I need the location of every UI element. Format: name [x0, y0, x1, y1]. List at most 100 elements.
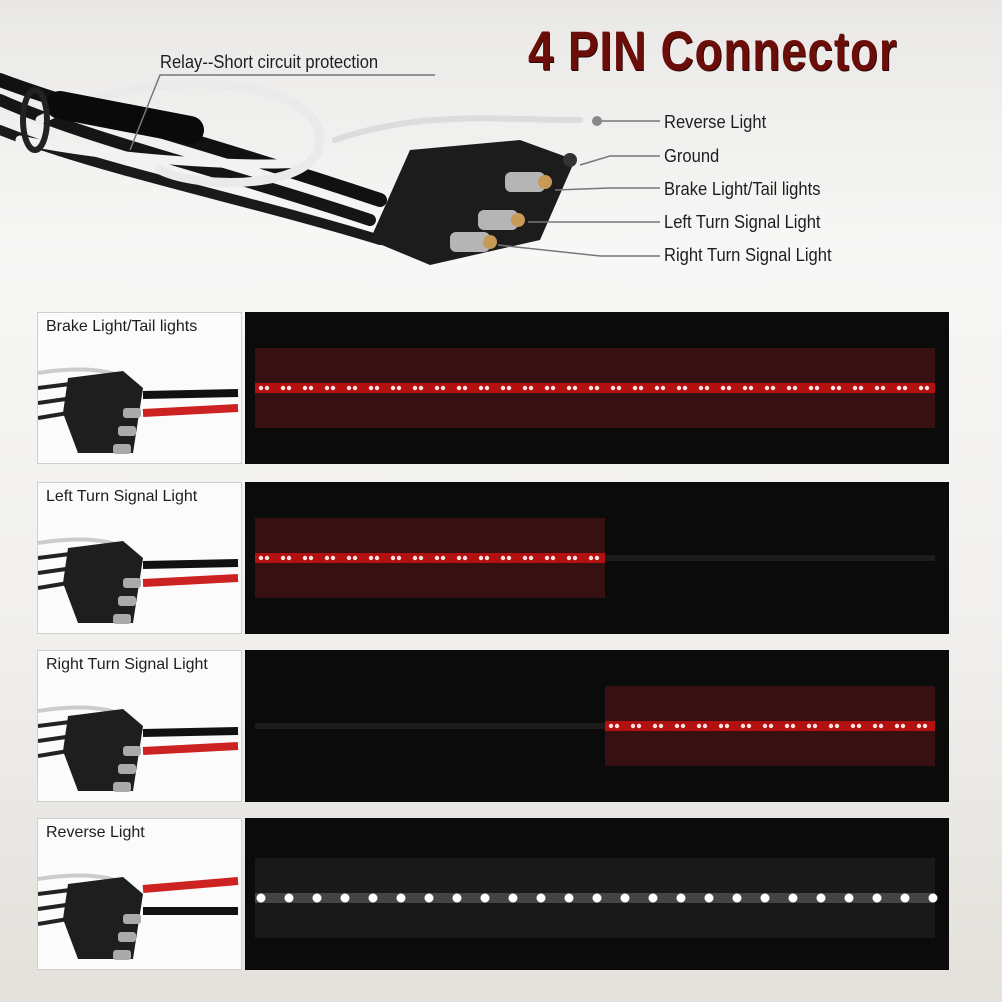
led-dot: [808, 385, 814, 391]
led-strip-demo: [245, 312, 949, 464]
led-dot: [852, 385, 858, 391]
led-dot: [748, 385, 754, 391]
led-dot: [872, 723, 878, 729]
led-dot: [790, 723, 796, 729]
led-dot: [418, 555, 424, 561]
led-dot: [324, 555, 330, 561]
led-dot: [660, 385, 666, 391]
led-band: [255, 553, 605, 563]
led-dot: [264, 555, 270, 561]
led-dot: [702, 723, 708, 729]
panel-label: Left Turn Signal Light: [46, 488, 198, 505]
callout-reverse-light: Reverse Light: [664, 112, 767, 132]
panel-label: Right Turn Signal Light: [46, 656, 208, 673]
led-dot: [792, 385, 798, 391]
callout-ground: Ground: [664, 146, 720, 166]
demo-connector-box: Brake Light/Tail lights: [37, 312, 242, 464]
led-dot: [302, 555, 308, 561]
led-dot: [856, 723, 862, 729]
led-strip-demo: [245, 818, 949, 970]
led-dot: [828, 723, 834, 729]
led-dot: [480, 893, 490, 903]
led-dot: [592, 893, 602, 903]
led-dot: [844, 893, 854, 903]
panel-label: Reverse Light: [46, 824, 145, 841]
led-dot: [368, 893, 378, 903]
led-dot: [506, 555, 512, 561]
led-dot: [346, 385, 352, 391]
led-dot: [680, 723, 686, 729]
led-dot: [638, 385, 644, 391]
led-dot: [814, 385, 820, 391]
led-dot: [872, 893, 882, 903]
led-dot: [572, 385, 578, 391]
led-dot: [550, 385, 556, 391]
led-dot: [352, 555, 358, 561]
led-dot: [836, 385, 842, 391]
led-dot: [280, 385, 286, 391]
led-dot: [610, 385, 616, 391]
led-dot: [834, 723, 840, 729]
led-dot: [434, 555, 440, 561]
led-dot: [456, 385, 462, 391]
led-dot: [508, 893, 518, 903]
callout-right-turn: Right Turn Signal Light: [664, 245, 832, 265]
led-dot: [652, 723, 658, 729]
led-dot: [648, 893, 658, 903]
led-dot: [396, 385, 402, 391]
led-dot: [900, 723, 906, 729]
led-dot: [894, 723, 900, 729]
led-dot: [256, 893, 266, 903]
led-dot: [462, 385, 468, 391]
led-dot: [676, 385, 682, 391]
led-dot: [484, 385, 490, 391]
led-dot: [760, 893, 770, 903]
led-dot: [768, 723, 774, 729]
led-dot: [916, 723, 922, 729]
led-dot: [312, 893, 322, 903]
led-dot: [346, 555, 352, 561]
led-dot: [478, 385, 484, 391]
led-dot: [784, 723, 790, 729]
led-dot: [812, 723, 818, 729]
led-dot: [878, 723, 884, 729]
led-dot: [740, 723, 746, 729]
led-dot: [830, 385, 836, 391]
led-dot: [412, 555, 418, 561]
led-dot: [786, 385, 792, 391]
led-dot: [500, 555, 506, 561]
led-dot: [368, 555, 374, 561]
led-dot: [588, 555, 594, 561]
led-dot: [770, 385, 776, 391]
led-dot: [724, 723, 730, 729]
led-dot: [396, 555, 402, 561]
led-dot: [456, 555, 462, 561]
callout-left-turn: Left Turn Signal Light: [664, 212, 821, 232]
led-dot: [762, 723, 768, 729]
led-dot: [258, 555, 264, 561]
led-dot: [418, 385, 424, 391]
led-dot: [816, 893, 826, 903]
led-dot: [522, 555, 528, 561]
panel-label: Brake Light/Tail lights: [46, 318, 198, 335]
led-dot: [902, 385, 908, 391]
led-dot: [528, 555, 534, 561]
led-dot: [924, 385, 930, 391]
led-dot: [788, 893, 798, 903]
demo-connector-box: Right Turn Signal Light: [37, 650, 242, 802]
led-dot: [620, 893, 630, 903]
led-dot: [390, 385, 396, 391]
led-dot: [696, 723, 702, 729]
led-dot: [390, 555, 396, 561]
led-dot: [718, 723, 724, 729]
led-dot: [918, 385, 924, 391]
led-dot: [302, 385, 308, 391]
led-dot: [396, 893, 406, 903]
led-dot: [572, 555, 578, 561]
led-dot: [330, 385, 336, 391]
led-dot: [550, 555, 556, 561]
led-dot: [544, 385, 550, 391]
led-dot: [636, 723, 642, 729]
led-dot: [484, 555, 490, 561]
led-dot: [412, 385, 418, 391]
